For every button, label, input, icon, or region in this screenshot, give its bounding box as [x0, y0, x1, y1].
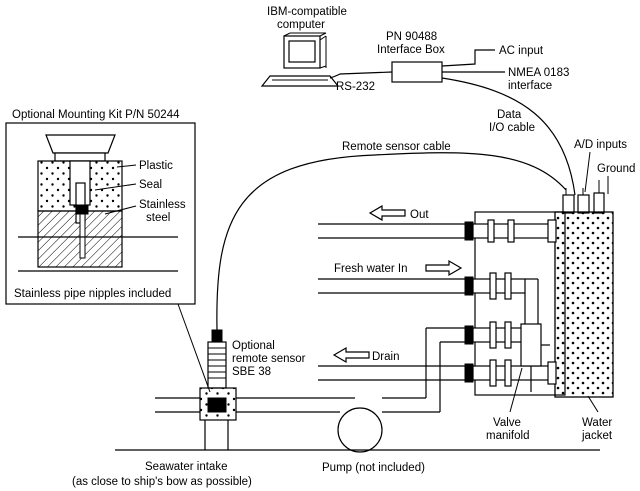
valve-manifold-pointer: [509, 367, 523, 413]
out-arrow: [368, 204, 406, 222]
ac-input-cable: [441, 49, 495, 67]
water-jacket-pointer: [587, 395, 599, 413]
computer-icon: [260, 32, 340, 87]
data-io-cable: [441, 77, 576, 196]
inset-pointer: [177, 303, 211, 393]
ac-input-label: AC input: [499, 45, 544, 57]
water-jacket-label-line1: Water: [582, 417, 612, 429]
seawater-intake-label-line1: Seawater intake: [145, 461, 227, 473]
fresh-water-pipe: [318, 272, 539, 325]
remote-sensor-label-line2: remote sensor: [232, 353, 306, 365]
remote-sensor-sbe38: [199, 329, 237, 421]
drain-arrow: [332, 346, 370, 364]
interface-box-label-line1: PN 90488: [386, 31, 437, 43]
stainless-label-line1: Stainless: [139, 199, 186, 211]
mounting-kit-title: Optional Mounting Kit P/N 50244: [12, 109, 180, 121]
ad-inputs-label: A/D inputs: [574, 139, 627, 151]
remote-sensor-cable: [216, 152, 567, 331]
ad-inputs-pointer: [584, 151, 591, 193]
stainless-label-line2: steel: [146, 212, 170, 224]
remote-sensor-label-line3: SBE 38: [232, 366, 271, 378]
valve-manifold-label-line2: manifold: [486, 430, 529, 442]
computer-label-line1: IBM-compatible: [267, 6, 347, 18]
rs232-label: RS-232: [336, 81, 375, 93]
data-io-label-line1: Data: [497, 109, 522, 121]
water-jacket-label-line2: jacket: [581, 430, 613, 442]
plastic-label: Plastic: [139, 160, 173, 172]
drain-label: Drain: [372, 351, 399, 363]
out-label: Out: [410, 209, 429, 221]
mounting-kit-frame: [5, 122, 196, 305]
out-pipe: [318, 219, 557, 243]
ground-label: Ground: [597, 163, 635, 175]
mounting-kit-drawing: [18, 134, 178, 272]
water-jacket: [554, 211, 614, 398]
computer-label-line2: computer: [277, 19, 325, 31]
intake-manifold-pipe: [464, 321, 550, 392]
interface-box: [391, 61, 443, 83]
rs232-cable: [329, 71, 393, 79]
jacket-connectors: [562, 180, 605, 214]
valve-manifold-label-line1: Valve: [493, 417, 521, 429]
fresh-water-arrow: [425, 259, 463, 277]
data-io-label-line2: I/O cable: [489, 122, 535, 134]
pump-label: Pump (not included): [322, 462, 425, 474]
interface-box-label-line2: Interface Box: [377, 44, 445, 56]
fresh-water-label: Fresh water In: [334, 263, 408, 275]
remote-sensor-label-line1: Optional: [232, 340, 275, 352]
nipples-label: Stainless pipe nipples included: [14, 288, 171, 300]
nmea-label-line2: interface: [508, 80, 552, 92]
intake-piping: [115, 327, 600, 453]
nmea-label-line1: NMEA 0183: [508, 67, 569, 79]
remote-cable-label: Remote sensor cable: [342, 141, 451, 153]
seal-label: Seal: [139, 179, 162, 191]
seawater-intake-label-line2: (as close to ship's bow as possible): [72, 476, 252, 488]
